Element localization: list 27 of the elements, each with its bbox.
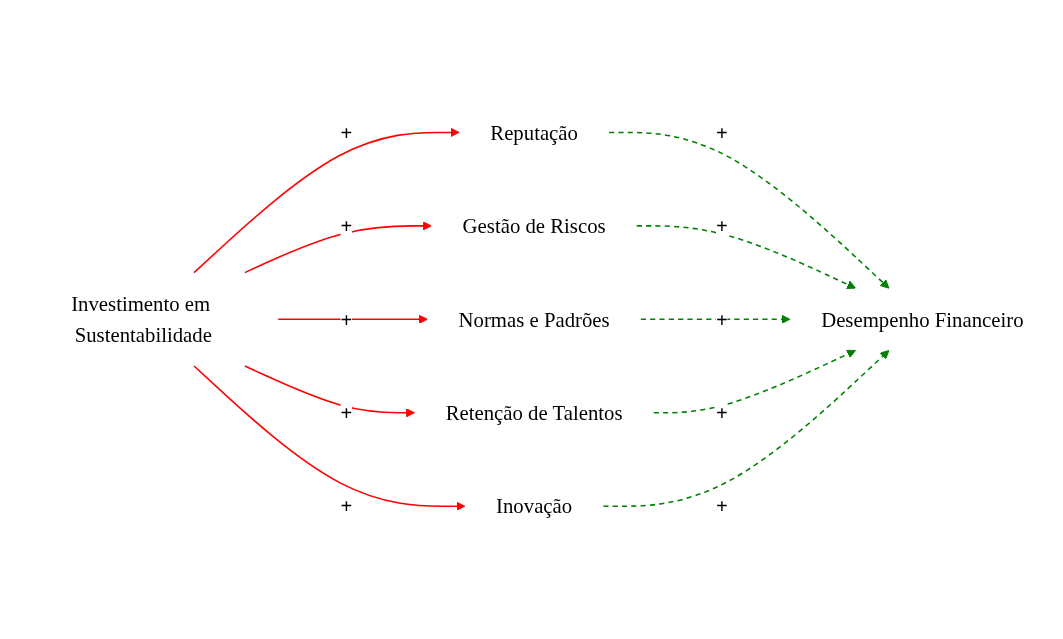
edge-label: + — [716, 121, 728, 145]
node-text: Desempenho Financeiro — [821, 308, 1024, 331]
edge-label: + — [716, 308, 728, 331]
edge-label: + — [340, 494, 353, 518]
node-text: Gestão de Riscos — [462, 214, 606, 238]
arrow — [640, 314, 791, 325]
node-text: Normas e Padrões — [458, 308, 610, 331]
arrow — [193, 365, 466, 511]
edge-label: + — [340, 121, 353, 145]
arrow — [244, 221, 432, 274]
arrow — [602, 350, 890, 508]
node-text: Inovação — [496, 494, 573, 518]
arrow — [244, 365, 415, 418]
arrow — [193, 128, 460, 274]
arrow — [277, 314, 428, 325]
arrow — [608, 131, 890, 289]
node-text: Reputação — [490, 121, 578, 145]
arrow — [652, 349, 856, 414]
node-text: Retenção de Talentos — [445, 401, 623, 425]
edge-label: + — [716, 401, 728, 425]
edge-label: + — [716, 494, 728, 518]
edge-label: + — [340, 214, 353, 238]
edge-label: + — [340, 308, 353, 331]
arrow — [636, 225, 856, 289]
edge-label: + — [340, 401, 353, 425]
edge-label: + — [716, 214, 728, 238]
node-text: Investimento em Sustentabilidade — [71, 292, 212, 347]
